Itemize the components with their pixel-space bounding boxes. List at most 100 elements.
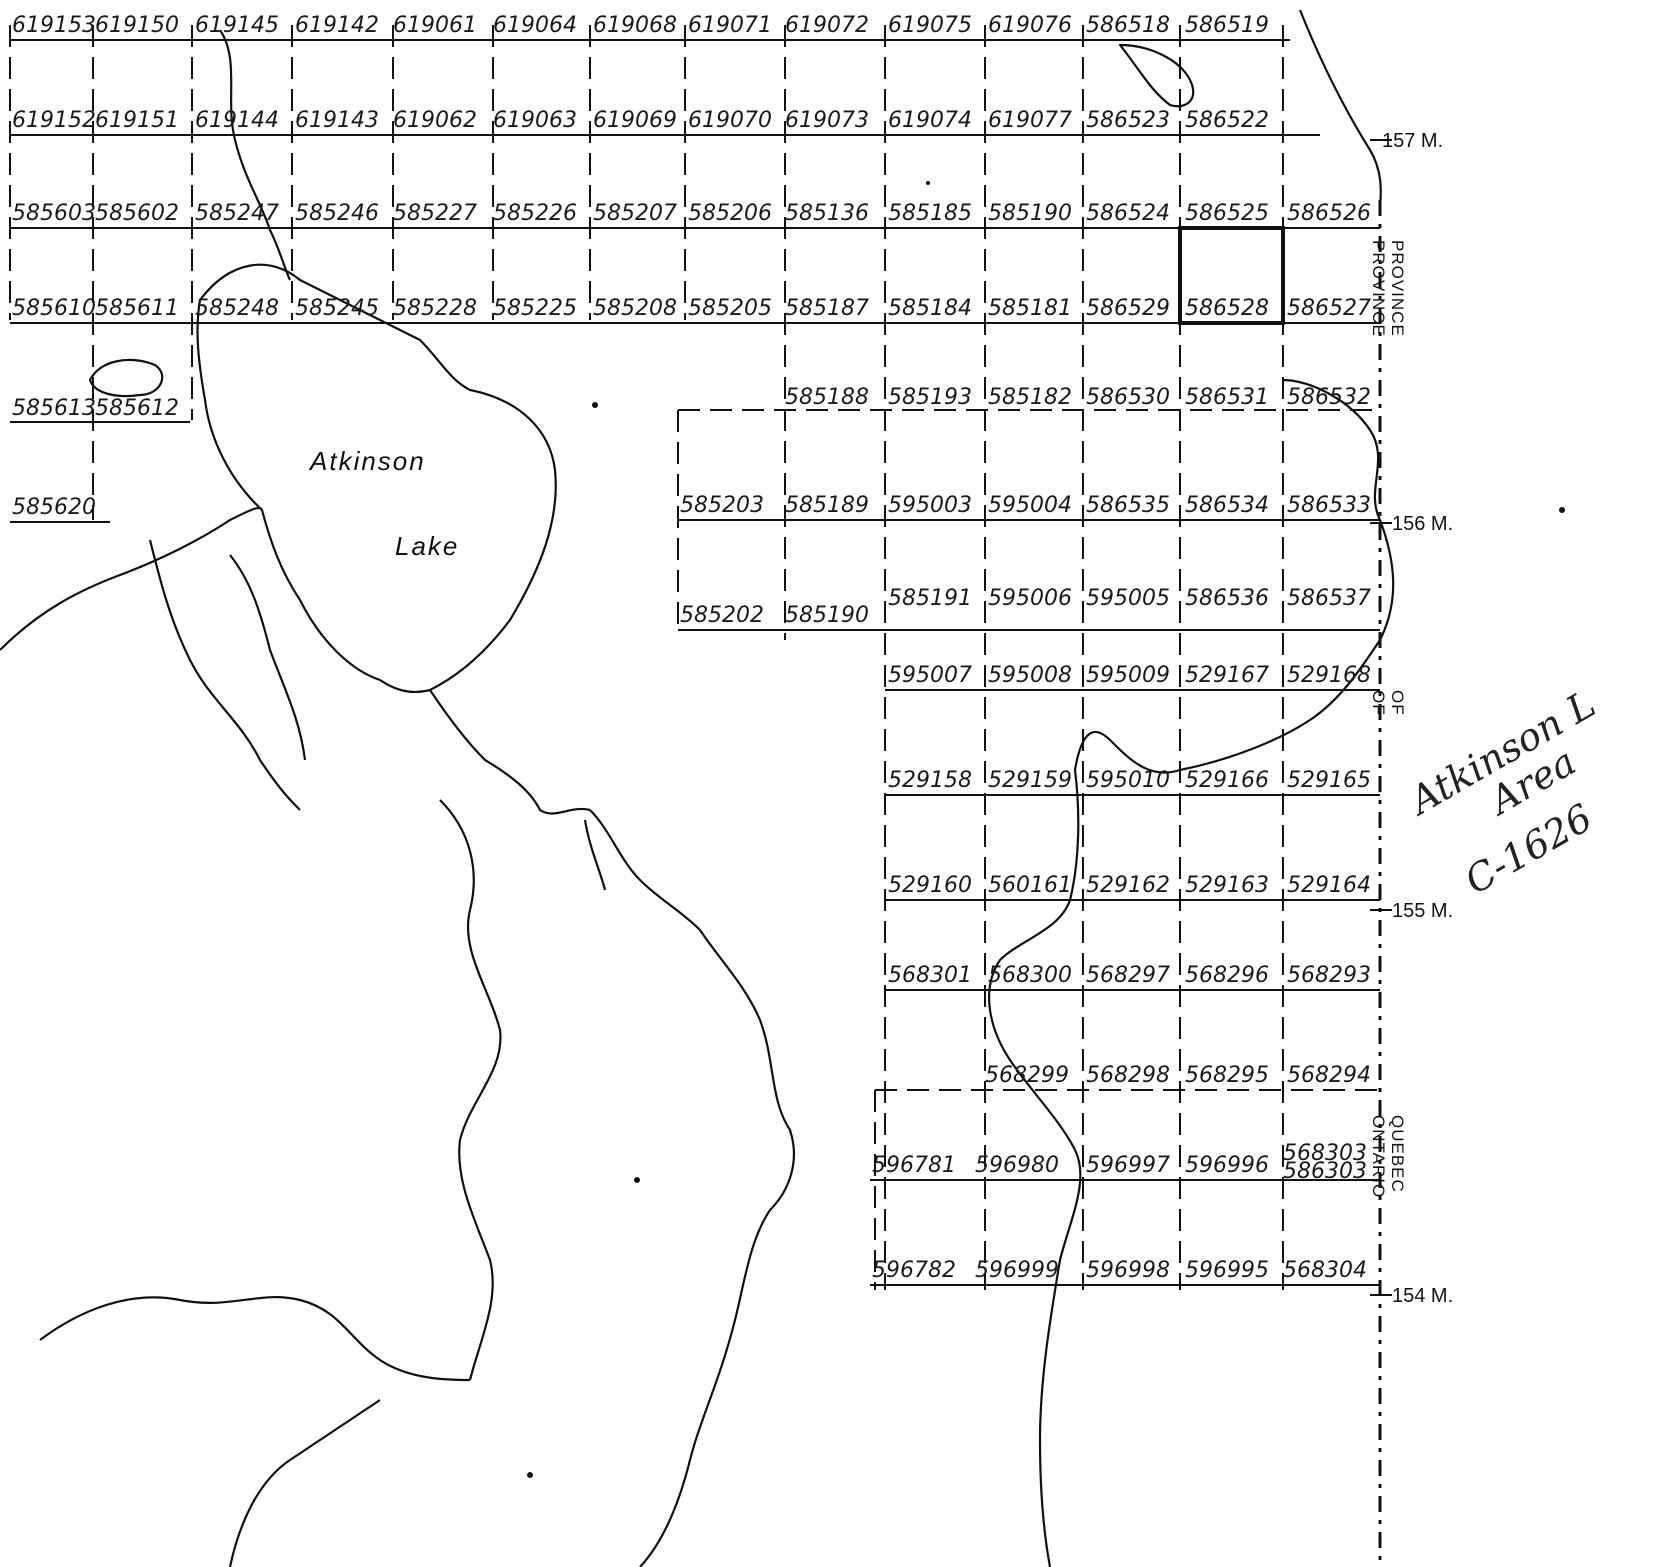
claim-label: 585203 — [680, 493, 764, 518]
claim-label: 585190 — [988, 201, 1072, 226]
claim-label: 529165 — [1287, 768, 1371, 793]
claim-label: 585182 — [988, 385, 1072, 410]
claim-label: 619074 — [888, 108, 972, 133]
claim-label: 595004 — [988, 493, 1072, 518]
claim-label: 619068 — [593, 13, 677, 38]
claim-label: 585225 — [493, 296, 577, 321]
claim-label: 595008 — [988, 663, 1072, 688]
claim-label: 586531 — [1185, 385, 1269, 410]
claim-label: 586527 — [1287, 296, 1371, 321]
atkinson-lake-shoreline — [196, 263, 557, 694]
claim-label: 619077 — [988, 108, 1072, 133]
claim-label: 585226 — [493, 201, 577, 226]
claim-label: 585612 — [95, 396, 179, 421]
claim-label: 568304 — [1283, 1258, 1367, 1283]
claim-label: 586526 — [1287, 201, 1371, 226]
claim-label: 568301 — [888, 963, 972, 988]
lake-label-line2: Lake — [395, 531, 459, 561]
claim-label: 596998 — [1086, 1258, 1170, 1283]
claim-label: 586525 — [1185, 201, 1269, 226]
claim-label: 586522 — [1185, 108, 1269, 133]
claim-label: 586537 — [1287, 586, 1371, 611]
claim-label: 595005 — [1086, 586, 1170, 611]
claim-label: 585188 — [785, 385, 869, 410]
claim-label: 586529 — [1086, 296, 1170, 321]
claim-label: 619152 — [12, 108, 96, 133]
claim-label: 529168 — [1287, 663, 1371, 688]
claim-label: 586519 — [1185, 13, 1269, 38]
claim-label: 596995 — [1185, 1258, 1269, 1283]
claim-label: 568296 — [1185, 963, 1269, 988]
claim-label: 619142 — [295, 13, 379, 38]
claim-label: 619153 — [12, 13, 96, 38]
claim-label: 585207 — [593, 201, 677, 226]
claim-label: 529158 — [888, 768, 972, 793]
claim-label: 586534 — [1185, 493, 1269, 518]
claim-label: 619063 — [493, 108, 577, 133]
claim-label: 619072 — [785, 13, 869, 38]
meridian-label-157: 157 M. — [1382, 130, 1443, 152]
claim-label: 586528 — [1185, 296, 1269, 321]
claim-label: 585611 — [95, 296, 179, 321]
claim-label: 529166 — [1185, 768, 1269, 793]
claim-label: 596782 — [872, 1258, 956, 1283]
claim-label: 619143 — [295, 108, 379, 133]
claim-label: 595003 — [888, 493, 972, 518]
claim-label: 619062 — [393, 108, 477, 133]
claim-label: 619069 — [593, 108, 677, 133]
claim-label: 585245 — [295, 296, 379, 321]
handwritten-annotation-line3: C-1626 — [1458, 795, 1600, 902]
claim-label: 586536 — [1185, 586, 1269, 611]
claim-label: 586524 — [1086, 201, 1170, 226]
claim-label: 586518 — [1086, 13, 1170, 38]
claim-label: 529167 — [1185, 663, 1269, 688]
claim-label: 596999 — [975, 1258, 1059, 1283]
claim-label: 568300 — [988, 963, 1072, 988]
claim-label: 529159 — [988, 768, 1072, 793]
claim-label: 568299 — [985, 1063, 1069, 1088]
map-specks — [527, 181, 1565, 1478]
claim-label: 586532 — [1287, 385, 1371, 410]
claim-label: 619076 — [988, 13, 1072, 38]
meridian-label-154: 154 M. — [1392, 1285, 1453, 1307]
claim-label: 596997 — [1086, 1153, 1170, 1178]
province-label-right: PROVINCE — [1388, 240, 1407, 337]
claim-label: 595009 — [1086, 663, 1170, 688]
meridian-ticks — [1370, 139, 1392, 1296]
claim-label: 619061 — [393, 13, 477, 38]
claim-label: 585187 — [785, 296, 869, 321]
claim-label: 585610 — [12, 296, 96, 321]
claim-label: 586523 — [1086, 108, 1170, 133]
claim-label: 529164 — [1287, 873, 1371, 898]
province-label-left: PROVINCE — [1369, 240, 1388, 337]
claim-label: 568293 — [1287, 963, 1371, 988]
claim-label: 585136 — [785, 201, 869, 226]
claim-label: 619145 — [195, 13, 279, 38]
claim-label: 585603 — [12, 201, 96, 226]
claim-label: 585184 — [888, 296, 972, 321]
claim-label: 585247 — [195, 201, 279, 226]
claim-label: 596996 — [1185, 1153, 1269, 1178]
claim-label: 619075 — [888, 13, 972, 38]
ontario-label: ONTARIO — [1369, 1115, 1388, 1198]
claim-label: 586530 — [1086, 385, 1170, 410]
claim-label: 585181 — [988, 296, 1072, 321]
claim-label: 585205 — [688, 296, 772, 321]
claim-label: 619071 — [688, 13, 772, 38]
claim-label: 586533 — [1287, 493, 1371, 518]
of-label-right: OF — [1388, 690, 1407, 716]
lake-label-line1: Atkinson — [308, 446, 426, 476]
claim-label: 619144 — [195, 108, 279, 133]
claim-label: 619151 — [95, 108, 179, 133]
claim-label: 529162 — [1086, 873, 1170, 898]
claim-label: 529163 — [1185, 873, 1269, 898]
claim-label: 595007 — [888, 663, 972, 688]
claim-label: 585189 — [785, 493, 869, 518]
claim-label: 586303 — [1283, 1159, 1367, 1184]
quebec-label: QUEBEC — [1388, 1115, 1407, 1193]
claim-label: 568294 — [1287, 1063, 1371, 1088]
claim-label: 585620 — [12, 495, 96, 520]
claim-label: 585202 — [680, 603, 764, 628]
claim-label: 596980 — [975, 1153, 1059, 1178]
